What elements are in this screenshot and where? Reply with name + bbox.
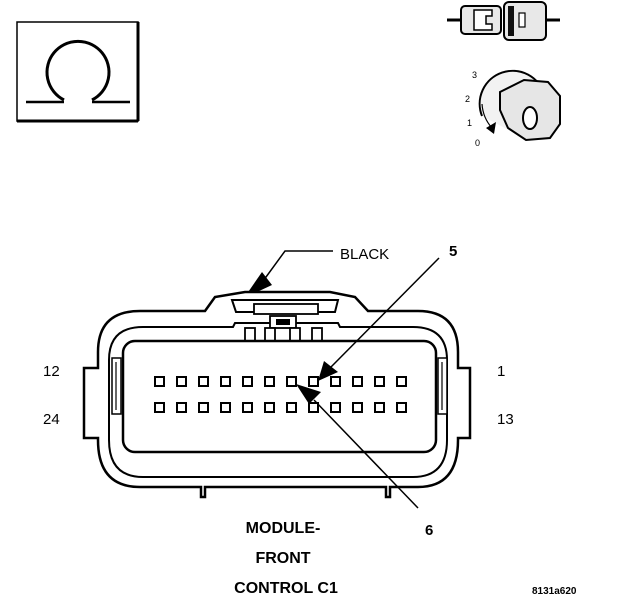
pin-cavity-6 <box>286 376 297 387</box>
pin-cavity-18 <box>286 402 297 413</box>
pin-cavity-17 <box>308 402 319 413</box>
pin-cavity-13 <box>396 402 407 413</box>
pin-cavity-2 <box>374 376 385 387</box>
connector-halves-icon <box>447 1 560 41</box>
pin-cavity-5 <box>308 376 319 387</box>
pin-cavity-4 <box>330 376 341 387</box>
callout-5: 5 <box>449 243 457 260</box>
omega-icon <box>45 39 111 102</box>
ignition-switch-icon: 3 2 1 0 <box>465 69 561 148</box>
pin-cavity-10 <box>198 376 209 387</box>
callout-6-arrow <box>296 384 321 404</box>
pin-cavity-1 <box>396 376 407 387</box>
dial-position-2: 2 <box>465 94 470 104</box>
pin-cavity-19 <box>264 402 275 413</box>
dial-pointer-icon <box>486 122 496 134</box>
pin-cavity-3 <box>352 376 363 387</box>
pin-cavity-23 <box>176 402 187 413</box>
connector-title-line-1: MODULE- <box>246 520 321 537</box>
pin-cavity-20 <box>242 402 253 413</box>
pin-cavity-24 <box>154 402 165 413</box>
pin-grid <box>154 376 407 413</box>
pin-cavity-11 <box>176 376 187 387</box>
pin-label-1: 1 <box>497 363 505 380</box>
omega-symbol-box <box>16 21 140 123</box>
pin-cavity-12 <box>154 376 165 387</box>
pin-label-13: 13 <box>497 411 514 428</box>
callout-5-arrow <box>318 361 338 381</box>
pin-cavity-7 <box>264 376 275 387</box>
connector-title-line-3: CONTROL C1 <box>234 580 338 597</box>
color-label: BLACK <box>340 246 389 263</box>
connector-housing <box>82 290 472 499</box>
dial-position-3: 3 <box>472 70 477 80</box>
pin-cavity-9 <box>220 376 231 387</box>
pin-cavity-21 <box>220 402 231 413</box>
pin-label-24: 24 <box>43 411 60 428</box>
pin-cavity-15 <box>352 402 363 413</box>
pin-cavity-14 <box>374 402 385 413</box>
connector-title-line-2: FRONT <box>255 550 310 567</box>
pin-cavity-16 <box>330 402 341 413</box>
dial-position-1: 1 <box>467 118 472 128</box>
pin-cavity-22 <box>198 402 209 413</box>
callout-6: 6 <box>425 522 433 539</box>
pin-label-12: 12 <box>43 363 60 380</box>
dial-position-0: 0 <box>475 138 480 148</box>
pin-cavity-8 <box>242 376 253 387</box>
figure-code: 8131a620 <box>532 586 577 597</box>
